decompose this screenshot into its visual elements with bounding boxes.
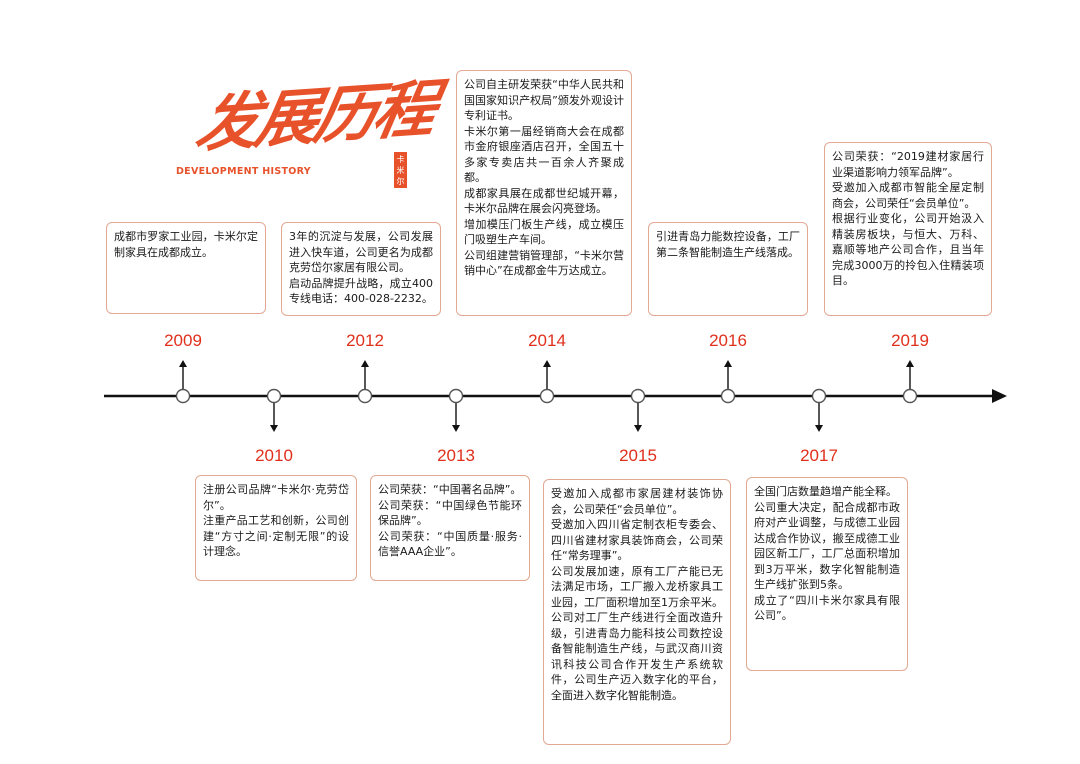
arrowhead-icon <box>906 360 914 367</box>
event-box-2017: 全国门店数量趋增产能全释。 公司重大决定，配合成都市政府对产业调整，与成德工业园… <box>746 477 908 671</box>
event-text: 根据行业变化，公司开始汲入精装房板块，与恒大、万科、嘉顺等地产公司合作，且当年完… <box>832 212 984 287</box>
event-text: 全国门店数量趋增产能全释。 <box>754 485 897 498</box>
year-2009: 2009 <box>164 331 202 350</box>
logo-seal: 卡米尔 <box>394 152 407 188</box>
timeline-node-2014 <box>539 388 555 404</box>
event-text: 卡米尔第一届经销商大会在成都市金府银座酒店召开，全国五十多家专卖店共一百余人齐聚… <box>464 124 624 185</box>
timeline-node-2016 <box>720 388 736 404</box>
event-box-2014: 公司自主研发荣获“中华人民共和国国家知识产权局”颁发外观设计专利证书。 卡米尔第… <box>456 70 632 316</box>
event-text: 受邀加入成都市家居建材装饰协会，公司荣任“会员单位”。 <box>551 487 723 516</box>
timeline-node-2017 <box>811 388 827 404</box>
event-text: 成立了“四川卡米尔家具有限公司”。 <box>754 593 900 623</box>
arrowhead-icon <box>270 425 278 432</box>
year-2012: 2012 <box>346 331 384 350</box>
year-2015: 2015 <box>619 446 657 465</box>
arrowhead-icon <box>634 425 642 432</box>
year-2014: 2014 <box>528 331 566 350</box>
event-text: 公司荣获：“中国著名品牌”。 <box>378 483 522 496</box>
event-text: 3年的沉淀与发展，公司发展进入快车道，公司更名为成都克劳岱尔家居有限公司。 <box>289 230 433 274</box>
arrowhead-icon <box>452 425 460 432</box>
event-box-2013: 公司荣获：“中国著名品牌”。 公司荣获：“中国绿色节能环保品牌”。 公司荣获：“… <box>370 475 530 581</box>
event-text: 公司荣获：“中国质量·服务·信誉AAA企业”。 <box>378 529 522 559</box>
event-text: 注重产品工艺和创新，公司创建“方寸之间·定制无限”的设计理念。 <box>203 514 349 558</box>
timeline-node-2012 <box>357 388 373 404</box>
event-text: 公司自主研发荣获“中华人民共和国国家知识产权局”颁发外观设计专利证书。 <box>464 78 624 122</box>
event-text: 公司对工厂生产线进行全面改造升级，引进青岛力能科技公司数控设备智能制造生产线，与… <box>551 611 723 702</box>
event-text: 成都家具展在成都世纪城开幕，卡米尔品牌在展会闪亮登场。 <box>464 186 624 216</box>
arrowhead-icon <box>815 425 823 432</box>
event-box-2010: 注册公司品牌“卡米尔·克劳岱尔”。 注重产品工艺和创新，公司创建“方寸之间·定制… <box>195 475 357 581</box>
logo: 发展历程 DEVELOPMENT HISTORY 卡米尔 <box>176 48 439 198</box>
event-box-2009: 成都市罗家工业园，卡米尔定制家具在成都成立。 <box>106 222 266 314</box>
event-text: 受邀加入成都市智能全屋定制商会，公司荣任“会员单位”。 <box>832 181 984 210</box>
arrowhead-icon <box>361 360 369 367</box>
event-text: 公司重大决定，配合成都市政府对产业调整，与成德工业园达成合作协议，搬至成德工业园… <box>754 500 900 592</box>
timeline-node-2019 <box>902 388 918 404</box>
event-text: 公司组建营销管理部，“卡米尔营销中心”在成都金牛万达成立。 <box>464 248 624 278</box>
year-2019: 2019 <box>891 331 929 350</box>
arrowhead-icon <box>724 360 732 367</box>
year-2010: 2010 <box>255 446 293 465</box>
event-text: 启动品牌提升战略，成立400专线电话：400-028-2232。 <box>289 276 433 306</box>
event-text: 公司荣获：“2019建材家居行业渠道影响力领军品牌”。 <box>832 150 984 179</box>
event-text: 公司发展加速，原有工厂产能已无法满足市场，工厂搬入龙桥家具工业园，工厂面积增加至… <box>551 564 723 609</box>
timeline-node-2010 <box>266 388 282 404</box>
year-2013: 2013 <box>437 446 475 465</box>
arrowhead-icon <box>543 360 551 367</box>
arrowhead-icon <box>179 360 187 367</box>
year-2016: 2016 <box>709 331 747 350</box>
event-text: 成都市罗家工业园，卡米尔定制家具在成都成立。 <box>114 230 258 259</box>
year-2017: 2017 <box>800 446 838 465</box>
event-box-2019: 公司荣获：“2019建材家居行业渠道影响力领军品牌”。 受邀加入成都市智能全屋定… <box>824 142 992 316</box>
event-box-2012: 3年的沉淀与发展，公司发展进入快车道，公司更名为成都克劳岱尔家居有限公司。 启动… <box>281 222 441 316</box>
event-text: 引进青岛力能数控设备，工厂第二条智能制造生产线落成。 <box>656 230 800 259</box>
timeline-node-2013 <box>448 388 464 404</box>
timeline-node-2009 <box>175 388 191 404</box>
event-text: 受邀加入四川省定制衣柜专委会、四川省建材家具装饰商会，公司荣任“常务理事”。 <box>551 518 723 562</box>
event-text: 注册公司品牌“卡米尔·克劳岱尔”。 <box>203 483 349 512</box>
timeline-node-2015 <box>630 388 646 404</box>
timeline-arrow-icon <box>992 389 1007 403</box>
event-box-2016: 引进青岛力能数控设备，工厂第二条智能制造生产线落成。 <box>648 222 808 316</box>
event-text: 公司荣获：“中国绿色节能环保品牌”。 <box>378 498 522 528</box>
event-text: 增加模压门板生产线，成立模压门吸塑生产车间。 <box>464 217 624 247</box>
logo-subtitle: DEVELOPMENT HISTORY <box>176 166 311 177</box>
event-box-2015: 受邀加入成都市家居建材装饰协会，公司荣任“会员单位”。 受邀加入四川省定制衣柜专… <box>543 479 731 745</box>
